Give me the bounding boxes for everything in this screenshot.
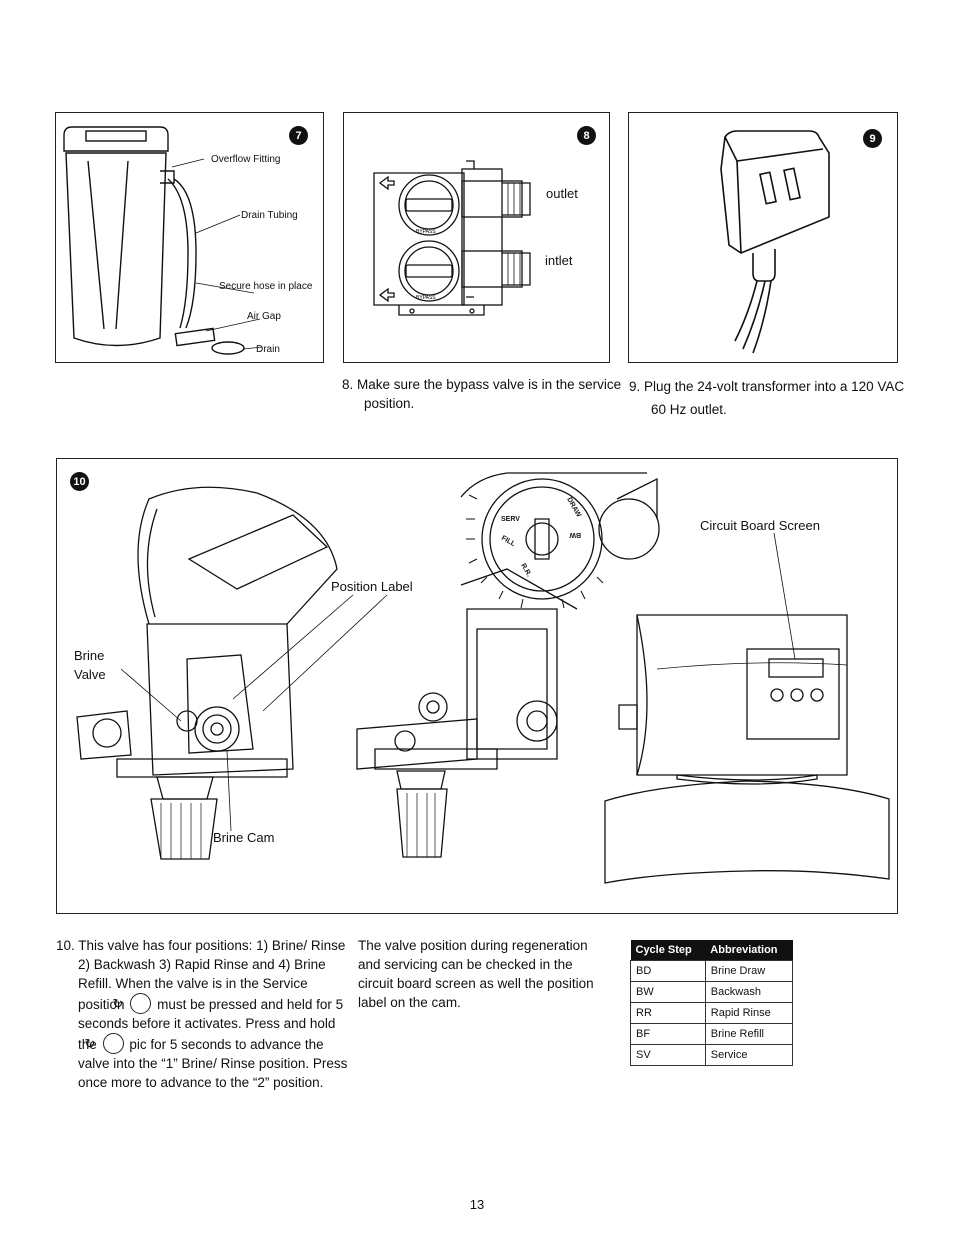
brine-tank-illustration	[63, 126, 263, 355]
table-cell: Rapid Rinse	[704, 1002, 794, 1024]
figure-7-panel: 7 Overflow Fitting Drain Tubing Secure h…	[55, 112, 324, 363]
step-10-text: 10. This valve has four positions: 1) Br…	[56, 936, 350, 1092]
table-header: Cycle Step	[630, 940, 706, 961]
brine-valve-label: Brine Valve	[74, 648, 106, 682]
drain-tubing-label: Drain Tubing	[241, 210, 298, 221]
figure-8-panel: BYPASS BYPASS 8 outlet intlet	[343, 112, 610, 363]
table-cell: SV	[630, 1044, 706, 1066]
regen-button-icon	[130, 993, 152, 1014]
step-8-caption: 8. Make sure the bypass valve is in the …	[342, 377, 622, 411]
cam-draw-label: DRAW	[565, 497, 582, 519]
cam-bw-label: BW	[569, 531, 581, 538]
circuit-board-screen-label: Circuit Board Screen	[700, 518, 820, 533]
table-cell: Brine Refill	[704, 1023, 794, 1045]
brine-cam-label: Brine Cam	[213, 830, 275, 845]
figure-9-badge: 9	[863, 129, 882, 148]
table-cell: BF	[630, 1023, 706, 1045]
overflow-fitting-label: Overflow Fitting	[211, 154, 281, 165]
bypass-text-top: BYPASS	[416, 229, 436, 235]
drain-label: Drain	[256, 344, 280, 355]
secure-hose-label: Secure hose in place	[219, 281, 313, 292]
table-cell: BW	[630, 981, 706, 1003]
table-cell: Brine Draw	[704, 960, 794, 982]
figure-9-panel: 9	[628, 112, 898, 363]
bypass-valve-illustration: BYPASS BYPASS	[373, 160, 531, 316]
cam-rr-label: R.R.	[519, 563, 532, 579]
figure-10-panel: SERV FILL R.R. BW DRAW 10 Circuit Board …	[56, 458, 898, 914]
valve-position-note: The valve position during regeneration a…	[358, 938, 594, 1010]
air-gap-label: Air Gap	[247, 311, 281, 322]
step-9-caption: 9. Plug the 24-volt transformer into a 1…	[629, 379, 905, 417]
valve-assembly-illustration: SERV FILL R.R. BW DRAW	[76, 472, 890, 884]
table-header: Abbreviation	[705, 940, 793, 961]
cam-fill-label: FILL	[500, 535, 517, 549]
table-cell: Service	[704, 1044, 794, 1066]
table-header-row: Cycle Step Abbreviation	[630, 940, 793, 961]
page-number: 13	[469, 1197, 485, 1212]
outlet-label: outlet	[546, 186, 578, 201]
figure-8-badge: 8	[577, 126, 596, 145]
inlet-label: intlet	[545, 253, 573, 268]
table-cell: BD	[630, 960, 706, 982]
step-10-part1: 10. This valve has four positions: 1) Br…	[56, 938, 346, 1012]
position-label-label: Position Label	[331, 579, 413, 594]
table-cell: Backwash	[704, 981, 794, 1003]
step-10-part2: must be pressed and held for 5 seconds b…	[78, 997, 344, 1052]
figure-7-badge: 7	[289, 126, 308, 145]
figure-10-badge: 10	[70, 472, 89, 491]
table-cell: RR	[630, 1002, 706, 1024]
bypass-text-bottom: BYPASS	[416, 295, 436, 301]
transformer-illustration	[720, 130, 830, 354]
step-10-part3: pic for 5 seconds to advance the valve i…	[78, 1037, 348, 1090]
regen-button-icon	[102, 1033, 124, 1054]
cam-serv-label: SERV	[501, 516, 520, 523]
